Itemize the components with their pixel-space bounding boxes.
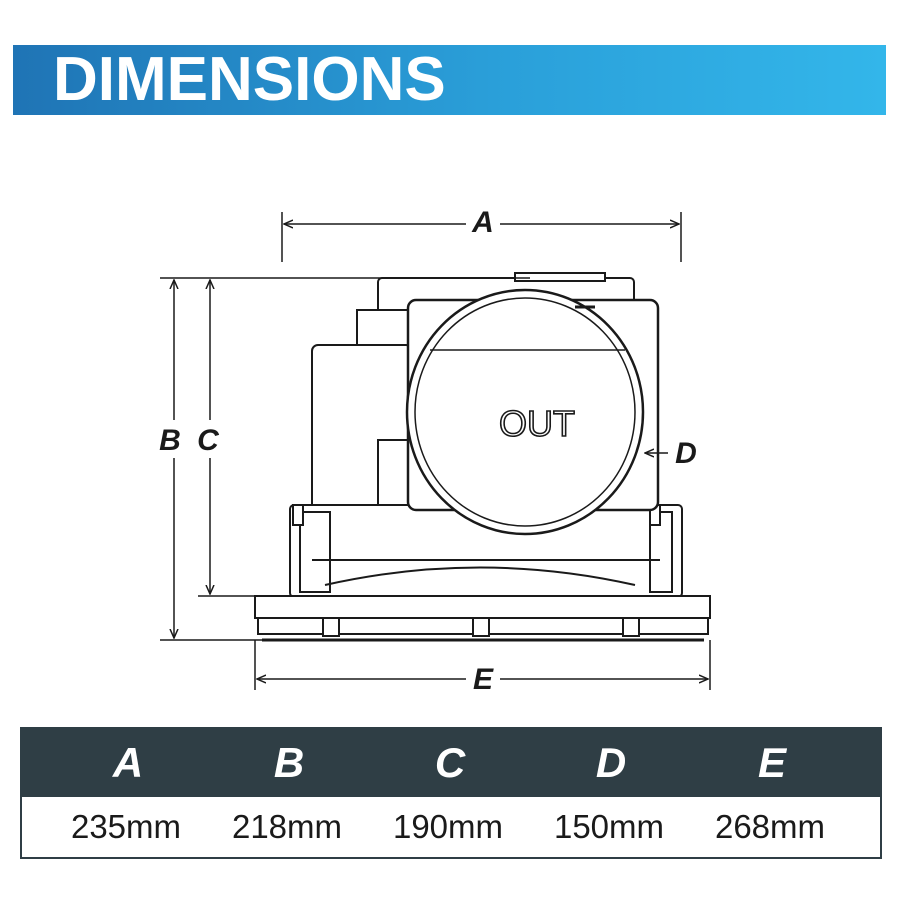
table-header-cell: D [595, 739, 627, 786]
page-title: DIMENSIONS [53, 45, 446, 114]
table-value-cell: 268mm [714, 808, 826, 845]
dimension-b-line [160, 277, 530, 641]
table-value-cell: 235mm [70, 808, 182, 845]
dimensions-table: A B C D E 235mm 218mm 190mm 150mm 268mm [20, 727, 882, 859]
table-header-cell: A [112, 739, 144, 786]
table-value-cell: 218mm [231, 808, 343, 845]
dimension-e-label: E [473, 663, 494, 696]
table-header-cell: B [273, 739, 305, 786]
outlet-spigot [405, 288, 660, 536]
dimension-b-label: B [159, 424, 181, 457]
dimension-a-label: A [471, 206, 494, 239]
dimension-drawing: OUT A B C D E [159, 206, 711, 696]
dimension-a-line [281, 212, 682, 262]
dimension-c-line [198, 280, 256, 597]
table-value-cell: 190mm [392, 808, 504, 845]
table-value-cell: 150mm [553, 808, 665, 845]
out-label: OUT [499, 403, 575, 444]
table-header-cell: C [434, 739, 466, 786]
dimension-d-label: D [675, 437, 697, 470]
dimension-c-label: C [197, 424, 220, 457]
title-banner: DIMENSIONS [13, 45, 886, 115]
table-header-row: A B C D E [22, 729, 880, 797]
table-header-cell: E [757, 739, 786, 786]
dimension-e-line [254, 640, 711, 690]
